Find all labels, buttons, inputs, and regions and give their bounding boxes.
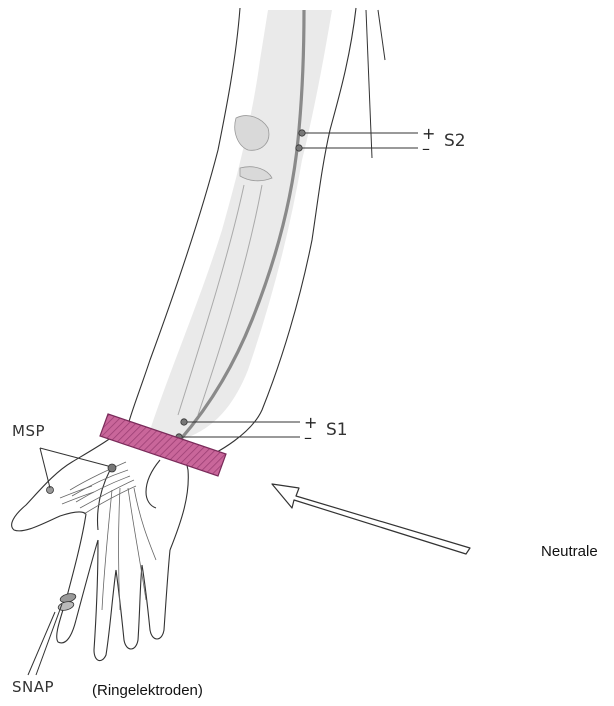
s1-minus-sign: – bbox=[304, 430, 312, 446]
neutral-label: Neutrale bbox=[541, 544, 598, 559]
hand-outline bbox=[12, 425, 190, 661]
ground-arrow bbox=[272, 484, 470, 554]
s1-label: S1 bbox=[326, 422, 348, 439]
s2-label: S2 bbox=[444, 133, 466, 150]
s2-minus-sign: – bbox=[422, 141, 430, 157]
snap-label: SNAP bbox=[12, 680, 54, 695]
msp-label: MSP bbox=[12, 424, 45, 439]
ring-electrodes-label: (Ringelektroden) bbox=[92, 683, 203, 698]
hand-tendons bbox=[60, 462, 156, 610]
upper-leader-lines bbox=[366, 10, 385, 158]
bone-shading bbox=[150, 10, 332, 440]
s2-electrodes bbox=[296, 130, 418, 151]
